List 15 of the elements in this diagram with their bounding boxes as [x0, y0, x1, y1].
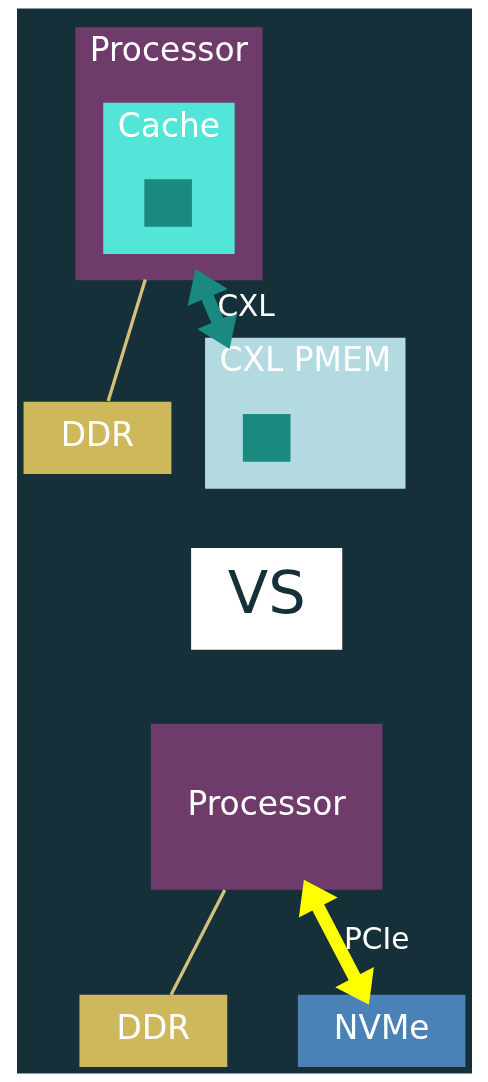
- node-box: DDR: [78, 994, 227, 1068]
- arrow: [298, 879, 374, 1005]
- cluster: Cache: [102, 102, 235, 254]
- connector: [169, 889, 226, 996]
- node-box: VS: [190, 548, 342, 650]
- node-box: Processor: [150, 723, 382, 890]
- node-box: [143, 179, 192, 227]
- node-box: [242, 414, 290, 462]
- node-box: NVMe: [297, 994, 465, 1068]
- edge-label: CXL: [216, 289, 275, 324]
- arrow: [187, 268, 237, 350]
- cluster: CXL PMEM: [204, 337, 405, 489]
- node-box: DDR: [23, 401, 171, 475]
- connector: [106, 278, 147, 402]
- edge-label: PCIe: [343, 922, 409, 957]
